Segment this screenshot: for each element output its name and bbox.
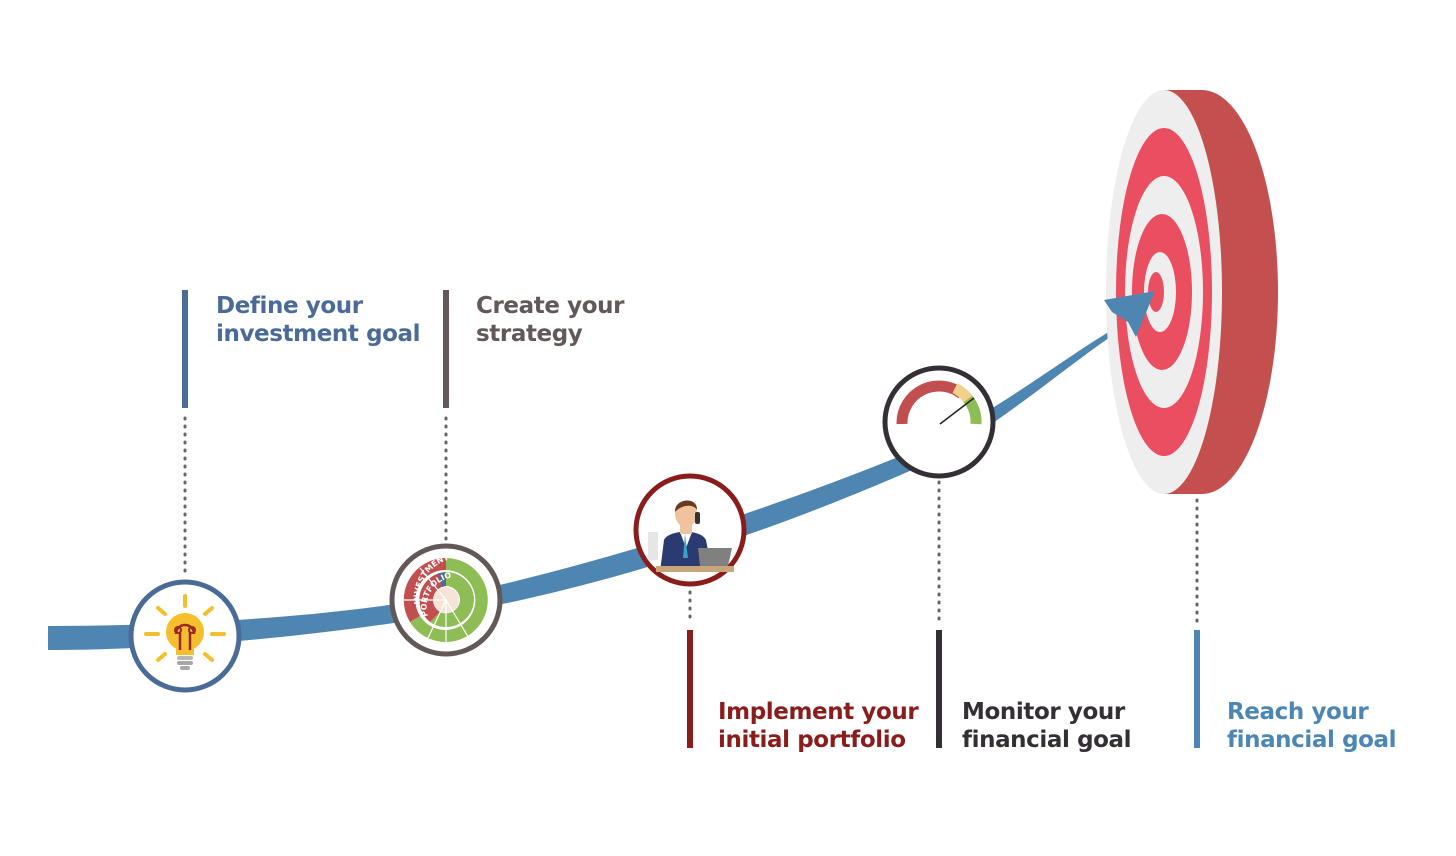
define-connector-bar: [182, 290, 188, 408]
define-node: [128, 579, 242, 693]
define-step-label: Define your investment goal: [216, 292, 421, 348]
reach-connector-bar: [1194, 630, 1200, 748]
reach-step-label: Reach your financial goal: [1227, 698, 1397, 754]
implement-step-line2: initial portfolio: [718, 727, 906, 753]
gauge-icon: [896, 380, 982, 425]
businessman-laptop-icon: [648, 500, 734, 572]
implement-node: [633, 473, 747, 587]
growth-path-band: [48, 292, 1155, 650]
implement-step-line1: Implement your: [718, 699, 919, 725]
create-node: INVESTMENT PORTFOLIO: [389, 543, 503, 657]
create-step-label: Create your strategy: [476, 292, 624, 348]
lightbulb-icon: [144, 594, 226, 670]
growth-path-arrowhead: [1104, 291, 1155, 337]
growth-path: [48, 292, 1155, 650]
target-icon: [1106, 90, 1278, 494]
monitor-node: [882, 365, 996, 479]
implement-step-label: Implement your initial portfolio: [718, 698, 919, 754]
connectors: [182, 290, 1200, 748]
monitor-step-line2: financial goal: [962, 727, 1132, 753]
reach-step-line1: Reach your: [1227, 699, 1369, 725]
implement-connector-bar: [687, 630, 693, 748]
monitor-step-line1: Monitor your: [962, 699, 1125, 725]
create-step-line2: strategy: [476, 321, 583, 347]
monitor-step-label: Monitor your financial goal: [962, 698, 1132, 754]
define-step-line2: investment goal: [216, 321, 421, 347]
define-step-line1: Define your: [216, 293, 363, 319]
create-connector-bar: [443, 290, 449, 408]
create-step-line1: Create your: [476, 293, 625, 319]
reach-step-line2: financial goal: [1227, 727, 1397, 753]
monitor-connector-bar: [936, 630, 942, 748]
